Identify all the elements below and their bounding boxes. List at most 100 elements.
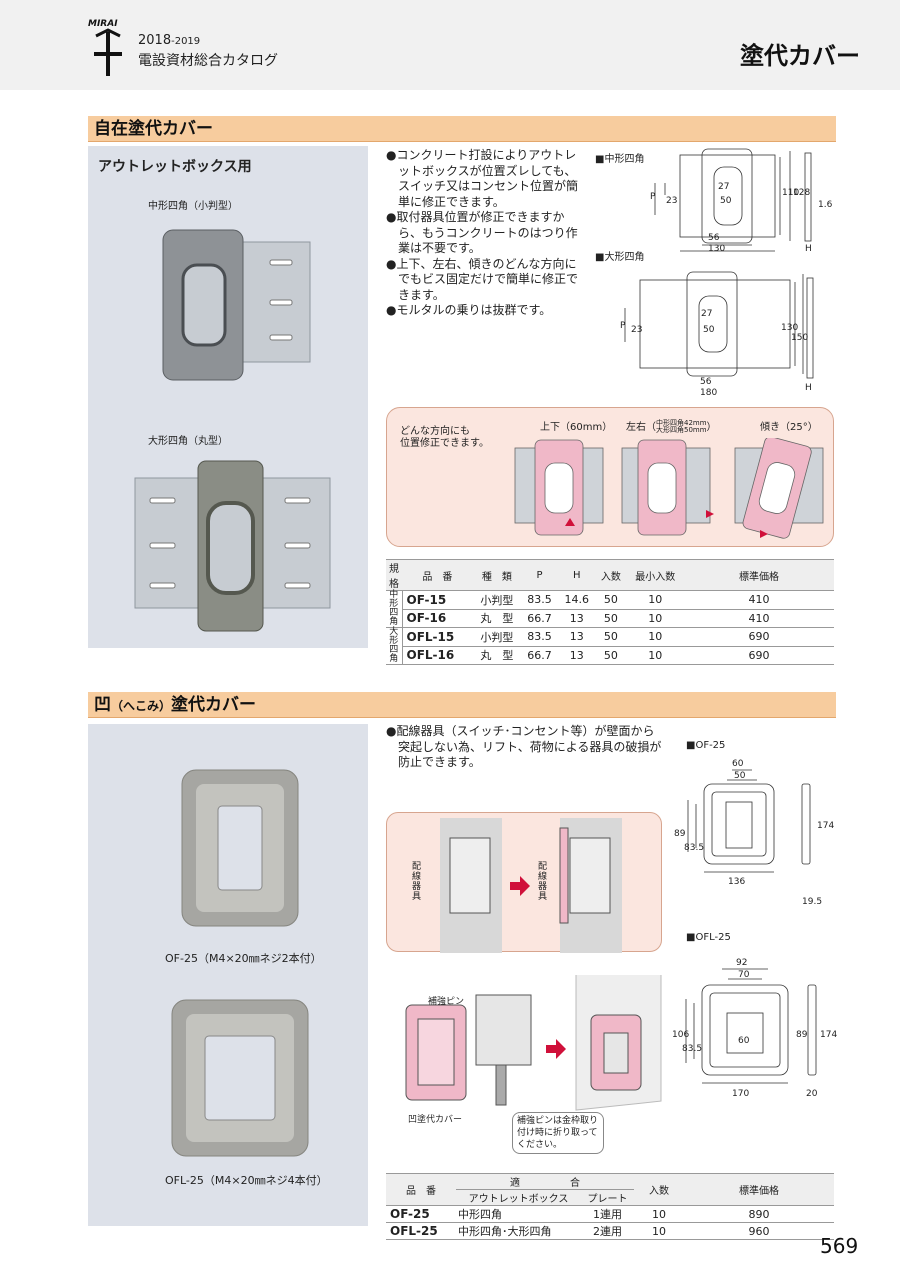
svg-text:170: 170	[732, 1089, 749, 1099]
svg-text:136: 136	[728, 877, 745, 887]
svg-text:20: 20	[806, 1089, 818, 1099]
label-large: 大形四角（丸型）	[148, 436, 228, 447]
install-note: 補強ピンは金枠取り付け時に折り取ってください。	[512, 1112, 604, 1154]
svg-text:89: 89	[674, 829, 686, 839]
feature-item: 上下、左右、傾きのどんな方向にでもビス固定だけで簡単に修正できます。	[386, 257, 584, 304]
section2-bar: 凹（へこみ）塗代カバー	[88, 692, 836, 718]
table-header-row: アウトレットボックス プレート	[386, 1189, 834, 1206]
feature-item: 取付器具位置が修正できますから、もうコンクリートのはつり作業は不要です。	[386, 210, 584, 257]
svg-text:27: 27	[701, 309, 712, 319]
caption-of25: OF-25（M4×20㎜ネジ2本付）	[165, 952, 322, 965]
ofl25-photo	[171, 999, 309, 1157]
section1-spec-table: 規格 品 番 種 類 P H 入数 最小入数 標準価格 中形四角 OF-15 小…	[386, 559, 834, 665]
svg-text:60: 60	[732, 759, 744, 769]
section2-spec-table: 品 番 適 合 入数 標準価格 アウトレットボックス プレート OF-25 中形…	[386, 1173, 834, 1240]
page-header	[0, 0, 900, 90]
dim-180: 180	[700, 388, 718, 398]
table-header-cell: 品 番	[402, 559, 473, 591]
drawing-of25: 60 50 89 83.5 174 136 19.5	[674, 759, 834, 906]
dim-56-large: 56	[700, 377, 712, 387]
drawing-medium-title: ■中形四角	[595, 154, 645, 165]
table-header-cell: 適 合	[456, 1173, 634, 1190]
svg-text:23: 23	[631, 325, 642, 335]
large-cover-photo	[134, 460, 331, 632]
svg-text:89: 89	[796, 1030, 808, 1040]
adjust-updown: 上下（60mm）	[540, 422, 613, 433]
adjust-tilt: 傾き（25°）	[760, 422, 818, 433]
svg-text:P: P	[650, 192, 656, 202]
wall-illustration	[440, 818, 622, 953]
svg-text:83.5: 83.5	[682, 1044, 702, 1054]
wall-label-2: 配線器具	[538, 862, 548, 902]
section2-features: 配線器具（スイッチ･コンセント等）が壁面から突起しない為、リフト、荷物による器具…	[386, 724, 664, 771]
section1-bar: 自在塗代カバー	[88, 116, 836, 142]
svg-text:27: 27	[718, 182, 729, 192]
drawing-of25-title: ■OF-25	[686, 740, 726, 751]
svg-text:H: H	[805, 383, 812, 393]
svg-text:50: 50	[703, 325, 715, 335]
table-row: 大形四角 OFL-15 小判型 83.5 13 50 10 690	[386, 627, 834, 665]
adjust-note-1: どんな方向にも	[400, 426, 470, 437]
svg-text:70: 70	[738, 970, 750, 980]
wall-label-1: 配線器具	[412, 862, 422, 902]
svg-text:128: 128	[793, 188, 810, 198]
feature-item: モルタルの乗りは抜群です。	[386, 303, 584, 319]
section1-features: コンクリート打設によりアウトレットボックスが位置ズレしても、スイッチ又はコンセン…	[386, 148, 584, 319]
svg-text:92: 92	[736, 958, 747, 968]
svg-text:50: 50	[734, 771, 746, 781]
label-medium: 中形四角（小判型）	[148, 201, 238, 212]
svg-text:174: 174	[820, 1030, 837, 1040]
table-row: 中形四角 OF-15 小判型 83.5 14.6 50 10 410	[386, 590, 834, 628]
svg-text:106: 106	[672, 1030, 689, 1040]
svg-text:83.5: 83.5	[684, 843, 704, 853]
table-header-cell: 規格	[386, 559, 402, 591]
feature-item: コンクリート打設によりアウトレットボックスが位置ズレしても、スイッチ又はコンセン…	[386, 148, 584, 210]
svg-text:H: H	[805, 244, 812, 254]
section1-subtitle: アウトレットボックス用	[98, 159, 252, 175]
page-number: 569	[820, 1234, 859, 1258]
drawing-large: P 23 27 50 130 150 H	[620, 271, 814, 393]
label-cover: 凹塗代カバー	[408, 1115, 463, 1125]
group-cell: 大形四角	[386, 627, 403, 665]
table-header-cell: 最小入数	[626, 559, 684, 591]
svg-text:23: 23	[666, 196, 677, 206]
table-row: OFL-25 中形四角･大形四角 2連用 10 960	[386, 1222, 834, 1240]
medium-cover-photo	[162, 229, 311, 381]
feature-item: 配線器具（スイッチ･コンセント等）が壁面から突起しない為、リフト、荷物による器具…	[386, 724, 664, 771]
svg-text:60: 60	[738, 1036, 750, 1046]
table-header-cell: アウトレットボックス	[456, 1189, 581, 1206]
table-row: OF-25 中形四角 1連用 10 890	[386, 1205, 834, 1223]
svg-text:P: P	[620, 321, 626, 331]
svg-text:50: 50	[720, 196, 732, 206]
table-header-cell: H	[558, 559, 596, 591]
table-header-cell: 入数	[634, 1173, 684, 1206]
table-header-cell: 品 番	[386, 1173, 456, 1206]
table-header-cell: 標準価格	[684, 1173, 834, 1206]
table-header-cell: プレート	[580, 1189, 634, 1206]
svg-text:110: 110	[782, 188, 799, 198]
catalog-name: 電設資材総合カタログ	[138, 53, 278, 69]
caption-ofl25: OFL-25（M4×20㎜ネジ4本付）	[165, 1174, 328, 1187]
svg-text:130: 130	[781, 323, 798, 333]
dim-130: 130	[708, 244, 726, 254]
label-pin: 補強ピン	[428, 997, 465, 1007]
adjustment-illustrations	[514, 438, 824, 539]
section2-title: 凹（へこみ）塗代カバー	[94, 695, 257, 715]
install-illustration	[405, 975, 662, 1111]
page-title: 塗代カバー	[740, 42, 860, 70]
group-cell: 中形四角	[386, 590, 403, 628]
table-header-cell: 標準価格	[684, 559, 834, 591]
section1-title: 自在塗代カバー	[94, 119, 213, 139]
drawing-ofl25: 92 70 106 83.5 60 89 174 170 20	[672, 958, 837, 1099]
svg-text:1.6: 1.6	[818, 200, 833, 210]
mirai-logo: MIRAI	[88, 19, 122, 76]
table-header-cell: 入数	[595, 559, 627, 591]
table-header-row: 規格 品 番 種 類 P H 入数 最小入数 標準価格	[386, 559, 834, 591]
of25-photo	[181, 769, 299, 927]
table-header-row: 品 番 適 合 入数 標準価格	[386, 1173, 834, 1206]
adjust-note-2: 位置修正できます。	[400, 438, 489, 449]
table-row: OFL-16 丸 型 66.7 13 50 10 690	[386, 646, 834, 665]
table-row: OF-16 丸 型 66.7 13 50 10 410	[386, 609, 834, 628]
svg-text:MIRAI: MIRAI	[88, 19, 118, 29]
